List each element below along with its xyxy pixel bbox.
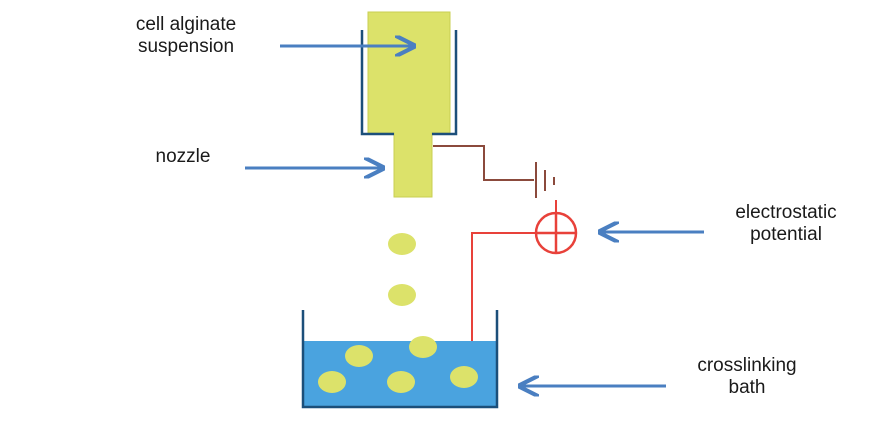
bead [409, 336, 437, 358]
falling-droplet [388, 284, 416, 306]
label-electrostatic-potential: electrostatic potential [706, 202, 866, 246]
syringe-wall-left [360, 30, 394, 136]
falling-droplet [388, 233, 416, 255]
voltage-source-plus-icon [534, 211, 578, 255]
positive-wire [471, 232, 535, 347]
label-line: cell alginate [135, 14, 237, 35]
bead [450, 366, 478, 388]
label-cell-alginate-suspension: cell alginate suspension [100, 14, 272, 58]
label-line: bath [728, 377, 766, 398]
syringe [360, 11, 458, 198]
label-line: suspension [137, 36, 235, 57]
bath-container [301, 310, 499, 409]
bead [318, 371, 346, 393]
ground-wire [433, 145, 534, 181]
label-line: potential [750, 224, 822, 245]
bead [345, 345, 373, 367]
syringe-wall-right [432, 30, 458, 136]
ground-symbol-icon [535, 162, 555, 198]
bead [387, 371, 415, 393]
label-line: electrostatic [735, 202, 837, 223]
label-nozzle: nozzle [128, 146, 238, 168]
label-crosslinking-bath: crosslinking bath [672, 355, 822, 399]
label-line: crosslinking [697, 355, 797, 376]
label-line: nozzle [155, 146, 211, 167]
crosslinking-bath [301, 310, 499, 409]
